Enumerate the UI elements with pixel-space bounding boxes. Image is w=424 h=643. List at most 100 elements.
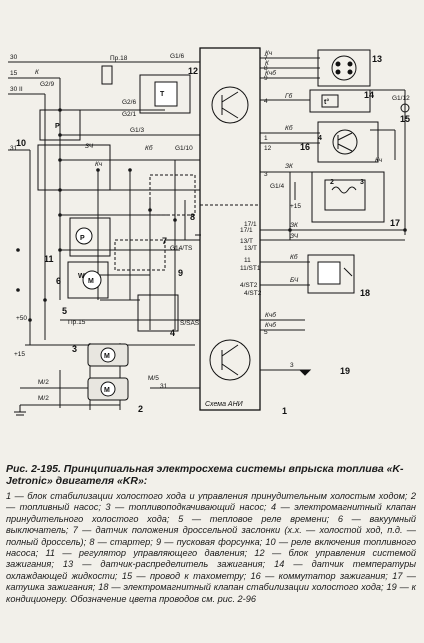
num-15: 15 (400, 114, 410, 124)
mark: M (104, 353, 110, 360)
terminal-code: G1/3 (130, 127, 144, 134)
wiring-diagram: Схема АНИ (8, 47, 410, 416)
conn-label: К (35, 69, 40, 76)
box-8 (149, 174, 196, 216)
relay-box-10 (139, 74, 191, 114)
terminal-code: G1/10 (175, 145, 193, 152)
num-6: 6 (56, 276, 61, 286)
valve-box (37, 144, 111, 191)
wire-network (8, 57, 406, 410)
terminal-code: М/2 (38, 379, 49, 386)
num-17: 17 (390, 218, 400, 228)
num-16: 16 (300, 142, 310, 152)
caption-body: 1 — блок стабилизации холостого хода и у… (6, 491, 416, 604)
ecu-pin: 17/1 (244, 221, 257, 228)
wire-label: 30 II (10, 86, 23, 93)
terminal-code: М/5 (148, 375, 159, 382)
conn-label: Кб (285, 124, 293, 132)
sensor-marks: t° 4 2 3 M M W M Р Р Т (55, 91, 364, 394)
conn-label: Кч (375, 157, 383, 164)
valve-18 (307, 254, 355, 294)
temp-sensor-14 (309, 89, 371, 113)
box-4 (137, 294, 179, 332)
mark: W (78, 273, 85, 280)
wire-label: +15 (290, 203, 301, 210)
terminal-code: G1/12 (392, 95, 410, 102)
num-13: 13 (372, 54, 382, 64)
conn-label: Кчб (265, 69, 276, 77)
terminal-code: 4/ST2 (240, 282, 258, 289)
conn-label: ЗЧ (85, 143, 94, 150)
wire-label: +50 (16, 315, 27, 322)
mark: Р (55, 123, 60, 130)
conn-label: Кч (95, 161, 103, 168)
terminal-code: М/2 (38, 395, 49, 402)
num-14: 14 (364, 90, 374, 100)
num-5: 5 (62, 306, 67, 316)
conn-label: ЗЧ (290, 233, 299, 240)
junction-dots (16, 108, 407, 347)
ground-symbols (14, 234, 312, 416)
component-numbers: 1 2 3 4 5 6 7 8 9 10 11 12 13 14 15 16 1… (16, 54, 410, 416)
num-1: 1 (282, 406, 287, 416)
terminal-labels: 30 30 II 15 +50 +15 31 31 +15 3 G1/6 G2/… (10, 53, 410, 402)
terminal-code: 13/Т (240, 238, 253, 245)
conn-label: БЧ (290, 277, 299, 284)
mark: Т (160, 91, 165, 98)
ecu-pin: 11 (244, 257, 251, 264)
wire-label: 3 (290, 362, 294, 369)
wire-label: 30 (10, 54, 18, 61)
terminal-code: 17/1 (240, 227, 253, 234)
mark: M (88, 278, 94, 285)
wire-label: 31 (10, 145, 18, 152)
coil-17 (311, 171, 385, 223)
conn-label: Кб (145, 144, 153, 152)
conn-label: Кб (290, 253, 298, 261)
terminal-code: S/SAS (180, 320, 200, 327)
num-11: 11 (44, 254, 54, 264)
terminal-code: G2/1 (122, 111, 136, 118)
num-8: 8 (190, 212, 195, 222)
ecu-pin: 3 (264, 171, 268, 178)
mark: Р (80, 235, 85, 242)
mark: 2 (330, 179, 334, 186)
box-9 (114, 239, 166, 271)
num-3: 3 (72, 344, 77, 354)
ecu-pins: 7 8 9 4 1 12 3 11 17/1 13/Т 4/ST2 5 (244, 55, 272, 336)
transistor-symbol (209, 86, 251, 381)
motor-m (75, 227, 102, 290)
tacho-terminal-15 (400, 103, 410, 113)
wire-label: 31 (160, 383, 168, 390)
box-11 (69, 217, 111, 257)
pump-3 (87, 343, 129, 367)
relay-box-5 (39, 109, 81, 141)
conn-label: ЗК (285, 163, 294, 170)
distributor-13 (317, 49, 371, 87)
ecu-box-1 (199, 47, 261, 411)
conn-label: Кч (265, 50, 273, 57)
mark: 4 (318, 135, 322, 142)
mark: t° (324, 98, 329, 106)
terminal-code: G2/9 (40, 81, 54, 88)
num-2: 2 (138, 404, 143, 414)
num-18: 18 (360, 288, 370, 298)
terminal-code: Пр.18 (110, 55, 128, 62)
num-4: 4 (170, 328, 175, 338)
mark: 3 (360, 179, 364, 186)
pump-2 (87, 377, 129, 401)
caption-title: Рис. 2-195. Принципиальная электросхема … (6, 463, 404, 487)
ecu-pin: 4 (264, 98, 268, 105)
mark: M (104, 387, 110, 394)
num-10: 10 (16, 138, 26, 148)
ecu-pin: 13/Т (244, 245, 257, 252)
wire-label: 15 (10, 70, 18, 77)
wire-color-labels: Кч К Кчб ЗК ЗЧ Кб Кчб Кчб Кб ЗЧ Кч Гб Кб… (35, 50, 383, 329)
conn-label: ЗК (290, 222, 299, 229)
num-7: 7 (162, 236, 167, 246)
ecu-pin: 8 (264, 65, 268, 72)
ecu-pin: 12 (264, 145, 272, 152)
ecu-pin: 5 (264, 329, 268, 336)
ecu-pin: 1 (264, 135, 268, 142)
conn-label: К (265, 60, 270, 67)
